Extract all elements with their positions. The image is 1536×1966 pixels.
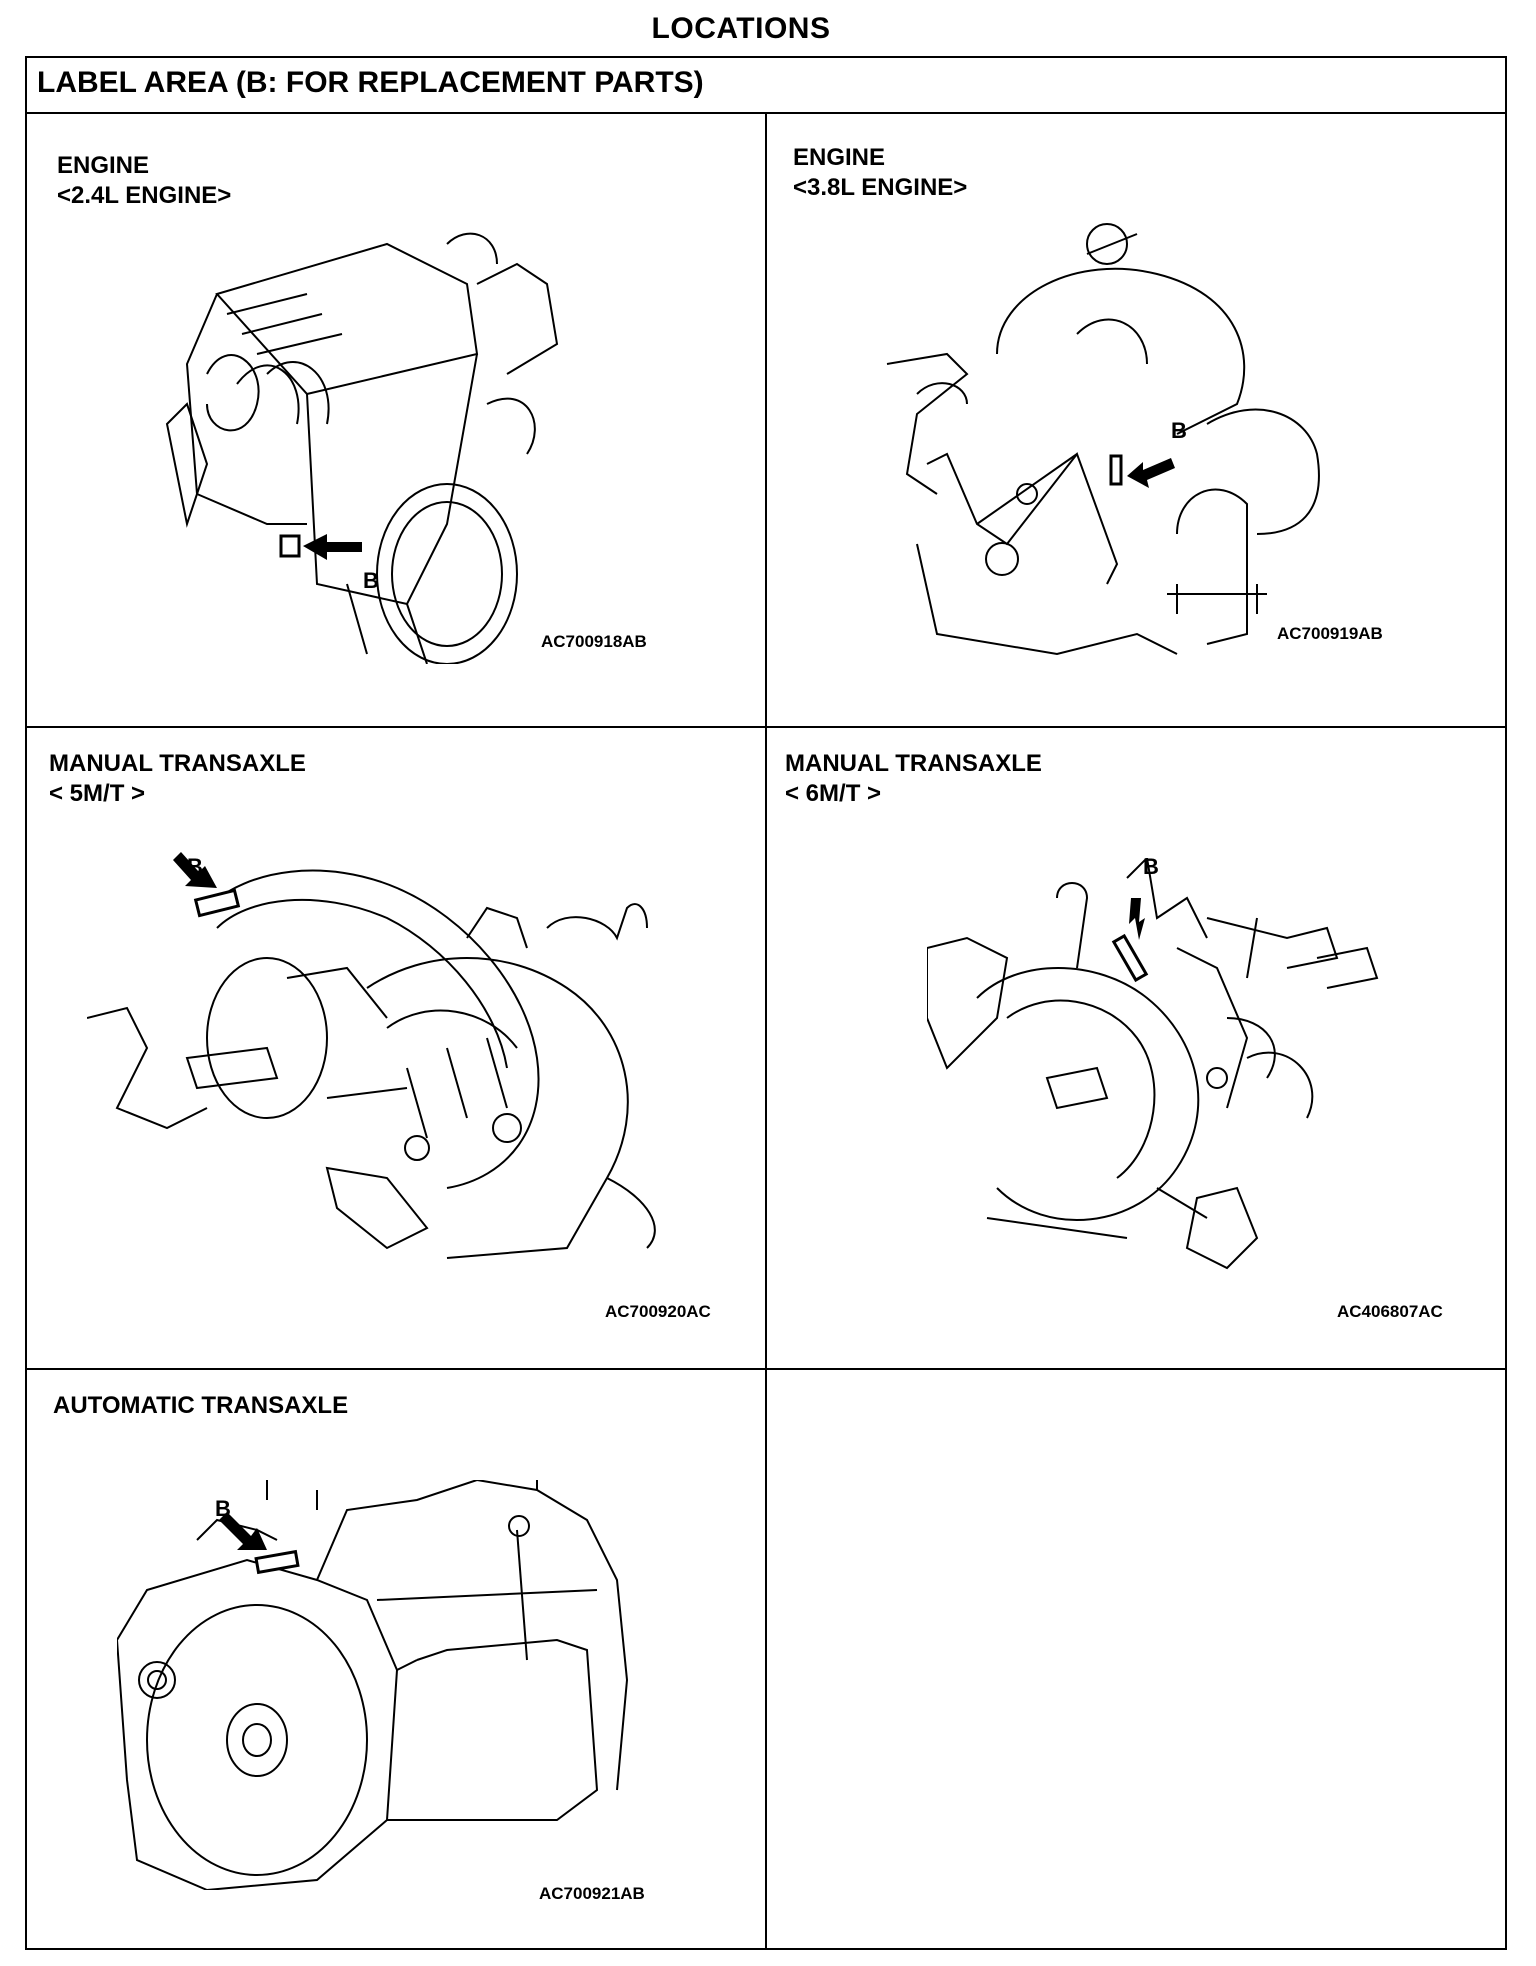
callout-label: B xyxy=(215,1496,231,1521)
callout-label: B xyxy=(187,854,203,879)
label-area-marker xyxy=(1114,936,1146,980)
cell-title: ENGINE xyxy=(793,144,886,171)
callout-arrow-icon xyxy=(1129,898,1145,940)
cell-title: ENGINE xyxy=(57,152,150,179)
page-title: LOCATIONS xyxy=(651,12,831,45)
callout-arrow-icon xyxy=(173,852,217,888)
label-area-marker xyxy=(256,1552,298,1573)
cell-engine-38l: ENGINE <3.8L ENGINE> xyxy=(767,114,1507,728)
callout-arrow-icon xyxy=(303,534,362,560)
figure-code: AC406807AC xyxy=(1337,1302,1443,1321)
cell-manual-transaxle-5mt: MANUAL TRANSAXLE < 5M/T > xyxy=(27,728,767,1370)
cell-manual-transaxle-6mt: MANUAL TRANSAXLE < 6M/T > xyxy=(767,728,1507,1370)
cell-title: MANUAL TRANSAXLE xyxy=(49,750,306,777)
label-area-marker xyxy=(196,890,239,915)
cell-engine-24l: ENGINE <2.4L ENGINE> xyxy=(27,114,767,728)
figure-grid: ENGINE <2.4L ENGINE> xyxy=(27,114,1507,1950)
engine-38l-drawing xyxy=(877,214,1337,674)
label-area-marker xyxy=(281,536,299,556)
figure-code: AC700919AB xyxy=(1277,624,1383,643)
label-area-marker xyxy=(1111,456,1121,484)
label-area-table: LABEL AREA (B: FOR REPLACEMENT PARTS) EN… xyxy=(25,56,1507,1950)
figure-code: AC700920AC xyxy=(605,1302,711,1321)
cell-automatic-transaxle: AUTOMATIC TRANSAXLE xyxy=(27,1370,767,1950)
cell-title: AUTOMATIC TRANSAXLE xyxy=(53,1392,349,1419)
callout-arrow-icon xyxy=(219,1512,267,1550)
cell-subtitle: <3.8L ENGINE> xyxy=(793,174,968,201)
section-header-text: LABEL AREA (B: FOR REPLACEMENT PARTS) xyxy=(37,66,704,99)
figure-code: AC700918AB xyxy=(541,632,647,651)
cell-subtitle: < 5M/T > xyxy=(49,780,146,807)
cell-subtitle: < 6M/T > xyxy=(785,780,882,807)
transaxle-5mt-drawing xyxy=(87,852,707,1288)
section-header: LABEL AREA (B: FOR REPLACEMENT PARTS) xyxy=(27,58,1505,114)
transaxle-6mt-drawing xyxy=(927,858,1397,1278)
cell-subtitle: <2.4L ENGINE> xyxy=(57,182,232,209)
engine-24l-drawing xyxy=(147,224,627,664)
automatic-transaxle-drawing xyxy=(117,1480,657,1890)
callout-arrow-icon xyxy=(1127,458,1175,488)
callout-label: B xyxy=(363,568,379,593)
cell-empty xyxy=(767,1370,1507,1950)
figure-code: AC700921AB xyxy=(539,1884,645,1903)
callout-label: B xyxy=(1171,418,1187,443)
callout-label: B xyxy=(1143,854,1159,879)
cell-title: MANUAL TRANSAXLE xyxy=(785,750,1042,777)
